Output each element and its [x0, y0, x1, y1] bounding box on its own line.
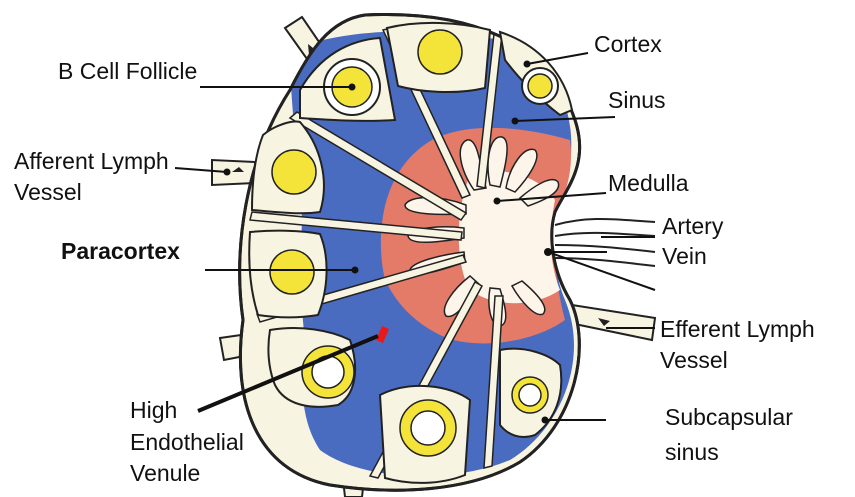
vein-vessel — [553, 245, 655, 266]
b-cell-follicle-top-right — [522, 68, 558, 104]
label-hev-line3: Venule — [130, 460, 200, 486]
label-efferent-lymph-line1: Efferent Lymph — [660, 316, 815, 342]
label-efferent-lymph-line2: Vessel — [660, 347, 728, 373]
label-afferent-lymph-line1: Afferent Lymph — [14, 148, 169, 174]
b-cell-follicle-mid-left — [270, 250, 314, 294]
label-medulla: Medulla — [608, 170, 689, 196]
b-cell-follicle-top — [418, 30, 462, 74]
afferent-vessel-left — [212, 160, 255, 185]
label-afferent-lymph-line2: Vessel — [14, 179, 82, 205]
label-subcapsular-line2: sinus — [665, 439, 719, 465]
label-vein: Vein — [662, 243, 707, 269]
label-cortex: Cortex — [594, 31, 662, 57]
artery-vessel — [555, 219, 655, 236]
label-sinus: Sinus — [608, 87, 666, 113]
label-subcapsular-line1: Subcapsular — [665, 404, 793, 430]
b-cell-follicle-bottom — [400, 400, 456, 456]
label-hev-line2: Endothelial — [130, 429, 244, 455]
label-b-cell-follicle: B Cell Follicle — [58, 58, 197, 84]
label-hev-line1: High — [130, 397, 177, 423]
b-cell-follicle-left — [272, 150, 316, 194]
b-cell-follicle-lower-left — [302, 346, 354, 398]
b-cell-follicle-bottom-right — [512, 377, 548, 413]
label-paracortex: Paracortex — [61, 238, 180, 264]
label-artery: Artery — [662, 213, 724, 239]
